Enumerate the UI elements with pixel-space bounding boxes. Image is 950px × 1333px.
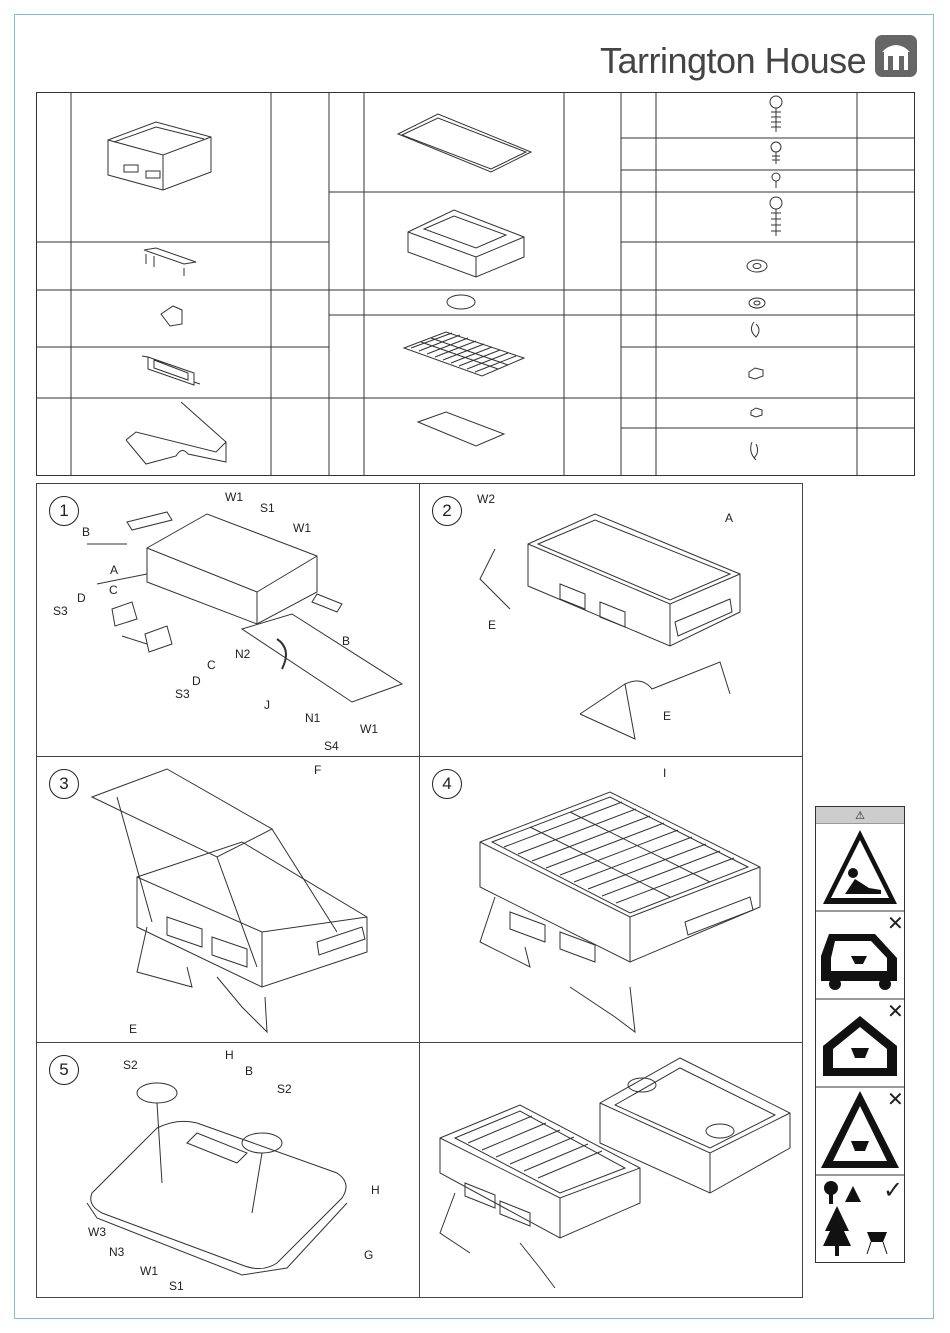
nut-small-icon: [751, 408, 762, 417]
label: G: [364, 1248, 373, 1262]
step-number: 1: [49, 496, 79, 526]
final-assembly-panel: [419, 1042, 803, 1298]
allowed-mark: ✓: [883, 1177, 903, 1204]
label: E: [488, 618, 496, 632]
part-i-grill-icon: [404, 332, 524, 376]
final-assembly-diagram: [420, 1043, 804, 1299]
label: E: [129, 1022, 137, 1036]
label: F: [314, 763, 321, 777]
label: S2: [123, 1058, 138, 1072]
label: I: [663, 766, 666, 780]
label: S3: [53, 604, 68, 618]
washer-large-icon: [747, 260, 767, 272]
clip-icon: [751, 442, 758, 460]
label: D: [192, 674, 201, 688]
label: H: [225, 1048, 234, 1062]
step-1-panel: 1 W1 S1 W1 B A C D S3 B N2 C D S3 J N1: [36, 483, 420, 757]
label: N1: [305, 711, 321, 725]
label: S2: [277, 1082, 292, 1096]
step-2-diagram: W2 A E E: [420, 484, 804, 758]
label: H: [371, 1183, 380, 1197]
warning-triangle-icon: ⚠: [855, 810, 865, 822]
step-number: 2: [432, 496, 462, 526]
label: N3: [109, 1245, 125, 1259]
label: E: [663, 709, 671, 723]
label: S1: [169, 1279, 184, 1293]
label: W2: [477, 492, 495, 506]
label: W1: [140, 1264, 158, 1278]
prohibited-mark: ✕: [887, 913, 904, 935]
step-5-diagram: S2 H B S2 H W3 N3 W1 S1 G: [37, 1043, 421, 1299]
step-3-diagram: F E: [37, 757, 421, 1044]
part-e-stand-icon: [126, 402, 226, 464]
unconscious-person-warning-icon: [823, 830, 897, 904]
label: C: [207, 658, 216, 672]
step-3-panel: 3 F E: [36, 756, 420, 1043]
brand-logo-icon: [874, 34, 918, 78]
washer-small-icon: [749, 298, 765, 308]
parts-table: [36, 92, 915, 476]
step-4-panel: 4 I: [419, 756, 803, 1043]
step-4-diagram: I: [420, 757, 804, 1044]
outdoor-grill-ok-icon: [823, 1181, 887, 1256]
screw-long-icon: [770, 197, 782, 236]
label: B: [342, 634, 350, 648]
no-car-grill-icon: [821, 934, 897, 990]
label: J: [264, 698, 270, 712]
part-b-handle-icon: [144, 248, 196, 276]
prohibited-mark: ✕: [887, 1001, 904, 1023]
step-5-panel: 5 S2 H B S2 H W3 N3 W1 S1 G: [36, 1042, 420, 1298]
label: C: [109, 583, 118, 597]
label: B: [245, 1064, 253, 1078]
label: A: [110, 563, 118, 577]
label: S1: [260, 501, 275, 515]
prohibited-mark: ✕: [887, 1089, 904, 1111]
label: D: [77, 591, 86, 605]
spring-washer-icon: [751, 322, 759, 337]
screw-small-icon: [772, 173, 780, 188]
part-h-vent-icon: [447, 295, 475, 309]
part-g-lid-icon: [408, 210, 524, 277]
screw-medium-icon: [771, 142, 781, 164]
label: B: [82, 525, 90, 539]
part-a-firebox-icon: [108, 122, 211, 190]
part-d-handle-frame-icon: [142, 356, 200, 385]
label: A: [725, 511, 733, 525]
safety-warnings: ⚠ ✕ ✕ ✕ ✓: [815, 806, 905, 1263]
label: S4: [324, 739, 339, 753]
label: N2: [235, 647, 251, 661]
nut-large-icon: [749, 368, 763, 379]
label: W1: [360, 722, 378, 736]
part-j-plate-icon: [418, 412, 504, 446]
part-f-plate-icon: [398, 114, 531, 172]
part-c-bracket-icon: [161, 306, 182, 326]
label: S3: [175, 687, 190, 701]
brand-name: Tarrington House: [600, 40, 866, 82]
no-house-grill-icon: [823, 1016, 897, 1076]
label: W1: [225, 490, 243, 504]
step-number: 5: [49, 1055, 79, 1085]
step-number: 4: [432, 769, 462, 799]
step-number: 3: [49, 769, 79, 799]
screw-large-icon: [770, 96, 782, 132]
step-1-diagram: W1 S1 W1 B A C D S3 B N2 C D S3 J N1 W1 …: [37, 484, 421, 758]
label: W1: [293, 521, 311, 535]
step-2-panel: 2 W2 A E E: [419, 483, 803, 757]
label: W3: [88, 1225, 106, 1239]
